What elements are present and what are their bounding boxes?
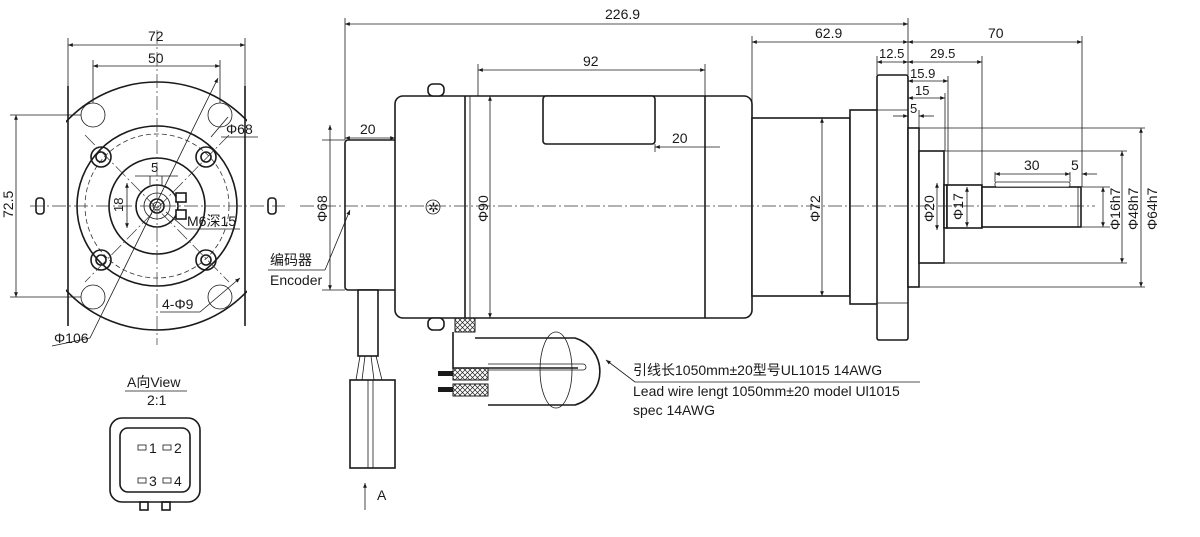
dim-5-pilot: 5 xyxy=(910,101,917,116)
dim-encoder-length: 20 xyxy=(360,121,376,137)
dim-shaft-step: 29.5 xyxy=(930,46,955,61)
dim-15-9: 15.9 xyxy=(910,66,935,81)
dim-body-diameter: Φ90 xyxy=(475,195,491,222)
dim-key-offset: 5 xyxy=(1071,157,1079,173)
dim-overall-length: 226.9 xyxy=(605,6,640,22)
dim-encoder-diameter: Φ68 xyxy=(314,195,330,222)
dim-collar-diameter: Φ20 xyxy=(921,195,937,222)
dim-key: 5 xyxy=(151,160,158,175)
a-view: A向View 2:1 1 2 3 4 xyxy=(109,374,201,511)
dim-gearbox-diameter: Φ72 xyxy=(807,195,823,222)
lead-wire-en-1: Lead wire lengt 1050mm±20 model Ul1015 xyxy=(633,383,900,399)
dim-shaft-length: 70 xyxy=(988,25,1004,41)
lead-wire-en-2: spec 14AWG xyxy=(633,402,715,418)
pin-1: 1 xyxy=(149,440,157,456)
dim-shaft-height: 18 xyxy=(111,198,126,212)
a-view-scale: 2:1 xyxy=(147,392,167,408)
dim-flange-thickness: 12.5 xyxy=(879,46,904,61)
pin-2: 2 xyxy=(174,440,182,456)
dim-step-diameter: Φ17 xyxy=(950,193,966,220)
encoder-label-en: Encoder xyxy=(270,272,322,288)
dim-hole-spacing: 50 xyxy=(148,50,164,66)
gear-mark-icon: ✲ xyxy=(428,200,439,215)
a-view-title: A向View xyxy=(127,374,181,390)
thread-label: M6深15 xyxy=(187,213,236,229)
holes-label: 4-Φ9 xyxy=(162,296,194,312)
dim-width: 72 xyxy=(148,28,164,44)
side-view: ✲ A 引线长1050m xyxy=(268,6,1160,510)
front-view: 72 50 72.5 Φ106 Φ68 5 18 M6深15 4-Φ9 xyxy=(0,28,285,347)
dim-15: 15 xyxy=(915,83,929,98)
dim-outer: Φ106 xyxy=(54,330,89,346)
dim-pcd: Φ68 xyxy=(226,121,253,137)
dim-shaft-diameter: Φ16h7 xyxy=(1107,187,1123,230)
dim-pilot-diameter: Φ64h7 xyxy=(1144,187,1160,230)
dim-gearbox-length: 62.9 xyxy=(815,25,842,41)
dim-body-length: 92 xyxy=(583,53,599,69)
pin-4: 4 xyxy=(174,473,182,489)
dim-key-length: 30 xyxy=(1024,157,1040,173)
dim-box-length: 20 xyxy=(672,130,688,146)
pin-3: 3 xyxy=(149,473,157,489)
dim-boss-diameter: Φ48h7 xyxy=(1125,187,1141,230)
lead-wire-cn: 引线长1050mm±20型号UL1015 14AWG xyxy=(633,362,882,378)
encoder-label-cn: 编码器 xyxy=(270,252,312,268)
dim-height: 72.5 xyxy=(0,191,16,218)
view-arrow-a: A xyxy=(377,487,387,503)
